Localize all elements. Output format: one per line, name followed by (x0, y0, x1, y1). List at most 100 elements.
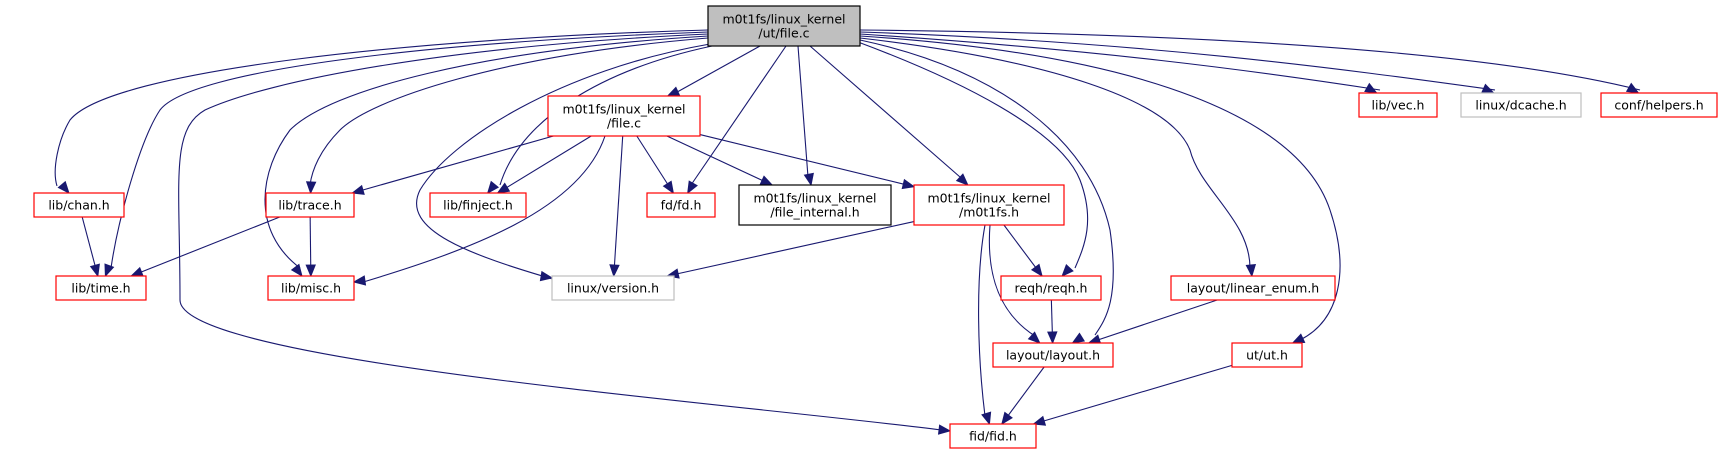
arrowhead-icon (89, 263, 100, 278)
node-label[interactable]: /m0t1fs.h (959, 205, 1019, 220)
node-file-internal: m0t1fs/linux_kernel/file_internal.h (738, 184, 892, 226)
node-label[interactable]: fid/fid.h (969, 429, 1017, 444)
edge-line (359, 135, 606, 284)
edge-line (667, 221, 915, 277)
node-label[interactable]: /file.c (607, 116, 641, 131)
node-label[interactable]: fd/fd.h (661, 198, 702, 213)
node-label[interactable]: lib/trace.h (278, 198, 341, 213)
node-box[interactable] (913, 184, 1065, 226)
node-layout[interactable]: layout/layout.h (992, 342, 1114, 368)
node-box[interactable] (1231, 342, 1303, 368)
node-box (1460, 92, 1582, 118)
edge-line (859, 29, 1641, 91)
edge-line (699, 133, 915, 188)
node-box (738, 184, 892, 226)
arrowhead-icon (104, 263, 115, 278)
node-chan[interactable]: lib/chan.h (33, 192, 125, 218)
node-box[interactable] (646, 192, 716, 218)
edge-line (797, 45, 809, 178)
edge-layout-to-fid (1001, 366, 1045, 426)
node-vec[interactable]: lib/vec.h (1358, 92, 1438, 118)
node-finject[interactable]: lib/finject.h (429, 192, 527, 218)
arrowhead-icon (57, 180, 70, 195)
node-fid[interactable]: fid/fid.h (949, 423, 1037, 449)
node-box[interactable] (1358, 92, 1438, 118)
node-box[interactable] (547, 95, 701, 137)
node-label[interactable]: layout/linear_enum.h (1187, 281, 1319, 296)
node-box[interactable] (992, 342, 1114, 368)
edge-root-to-version (416, 43, 711, 282)
node-box[interactable] (1000, 275, 1102, 301)
node-label[interactable]: layout/layout.h (1006, 348, 1100, 363)
node-dcache: linux/dcache.h (1460, 92, 1582, 118)
arrowhead-icon (609, 264, 620, 278)
edge-chan-to-time (81, 216, 100, 278)
edge-root-to-m0t1fs (809, 45, 969, 186)
node-label[interactable]: m0t1fs/linux_kernel (927, 191, 1050, 206)
node-misc[interactable]: lib/misc.h (267, 275, 355, 301)
node-time[interactable]: lib/time.h (55, 275, 147, 301)
edge-root-to-vec (859, 33, 1381, 94)
arrowhead-icon (1047, 331, 1058, 345)
arrowhead-icon (305, 264, 316, 278)
node-box[interactable] (267, 275, 355, 301)
node-file-c[interactable]: m0t1fs/linux_kernel/file.c (547, 95, 701, 137)
arrowhead-icon (955, 173, 969, 186)
edge-root-to-helpers (859, 29, 1641, 94)
node-box[interactable] (33, 192, 125, 218)
node-box[interactable] (949, 423, 1037, 449)
arrowhead-icon (662, 180, 675, 195)
node-label[interactable]: reqh/reqh.h (1015, 281, 1088, 296)
edge-file_c-to-trace (351, 135, 554, 195)
node-fd[interactable]: fd/fd.h (646, 192, 716, 218)
edge-root-to-chan (54, 29, 709, 195)
arrowhead-icon (687, 180, 698, 195)
edge-line (131, 216, 280, 277)
edge-root-to-trace (305, 37, 709, 195)
node-label[interactable]: conf/helpers.h (1614, 98, 1703, 113)
arrowhead-icon (937, 424, 952, 435)
edge-file_c-to-version (609, 135, 624, 278)
edge-linear_enum-to-layout (1087, 299, 1218, 345)
node-box[interactable] (1600, 92, 1718, 118)
node-label[interactable]: ut/ut.h (1246, 348, 1288, 363)
arrowhead-icon (901, 178, 916, 190)
arrowhead-icon (666, 86, 681, 97)
node-linear-enum[interactable]: layout/linear_enum.h (1170, 275, 1336, 301)
node-label[interactable]: lib/vec.h (1372, 98, 1425, 113)
arrowhead-icon (290, 263, 303, 278)
node-label: linux/version.h (567, 281, 659, 296)
node-ut[interactable]: ut/ut.h (1231, 342, 1303, 368)
edge-m0t1fs-to-version (666, 221, 915, 279)
edge-line (978, 224, 986, 417)
edge-line (859, 37, 1251, 269)
node-label[interactable]: m0t1fs/linux_kernel (562, 102, 685, 117)
node-trace[interactable]: lib/trace.h (265, 192, 355, 218)
arrowhead-icon (129, 266, 144, 277)
arrowhead-icon (1245, 264, 1257, 278)
edge-m0t1fs-to-fid (978, 224, 992, 426)
node-reqh[interactable]: reqh/reqh.h (1000, 275, 1102, 301)
edge-root-to-time (104, 31, 709, 278)
node-box[interactable] (265, 192, 355, 218)
edge-root-to-reqh (857, 41, 1089, 277)
arrowhead-icon (1032, 415, 1047, 426)
arrowhead-icon (1481, 83, 1495, 94)
arrowhead-icon (759, 175, 774, 186)
node-label[interactable]: lib/misc.h (281, 281, 341, 296)
arrowhead-icon (496, 182, 511, 194)
edge-line (1033, 364, 1233, 425)
node-box[interactable] (1170, 275, 1336, 301)
node-label[interactable]: lib/chan.h (48, 198, 109, 213)
node-label[interactable]: lib/time.h (71, 281, 130, 296)
edge-line (857, 41, 1089, 269)
node-root: m0t1fs/linux_kernel/ut/file.c (707, 5, 861, 47)
node-m0t1fs[interactable]: m0t1fs/linux_kernel/m0t1fs.h (913, 184, 1065, 226)
node-helpers[interactable]: conf/helpers.h (1600, 92, 1718, 118)
edge-line (690, 45, 787, 186)
node-box[interactable] (55, 275, 147, 301)
arrowhead-icon (352, 275, 367, 286)
node-box[interactable] (429, 192, 527, 218)
node-label[interactable]: lib/finject.h (443, 198, 513, 213)
